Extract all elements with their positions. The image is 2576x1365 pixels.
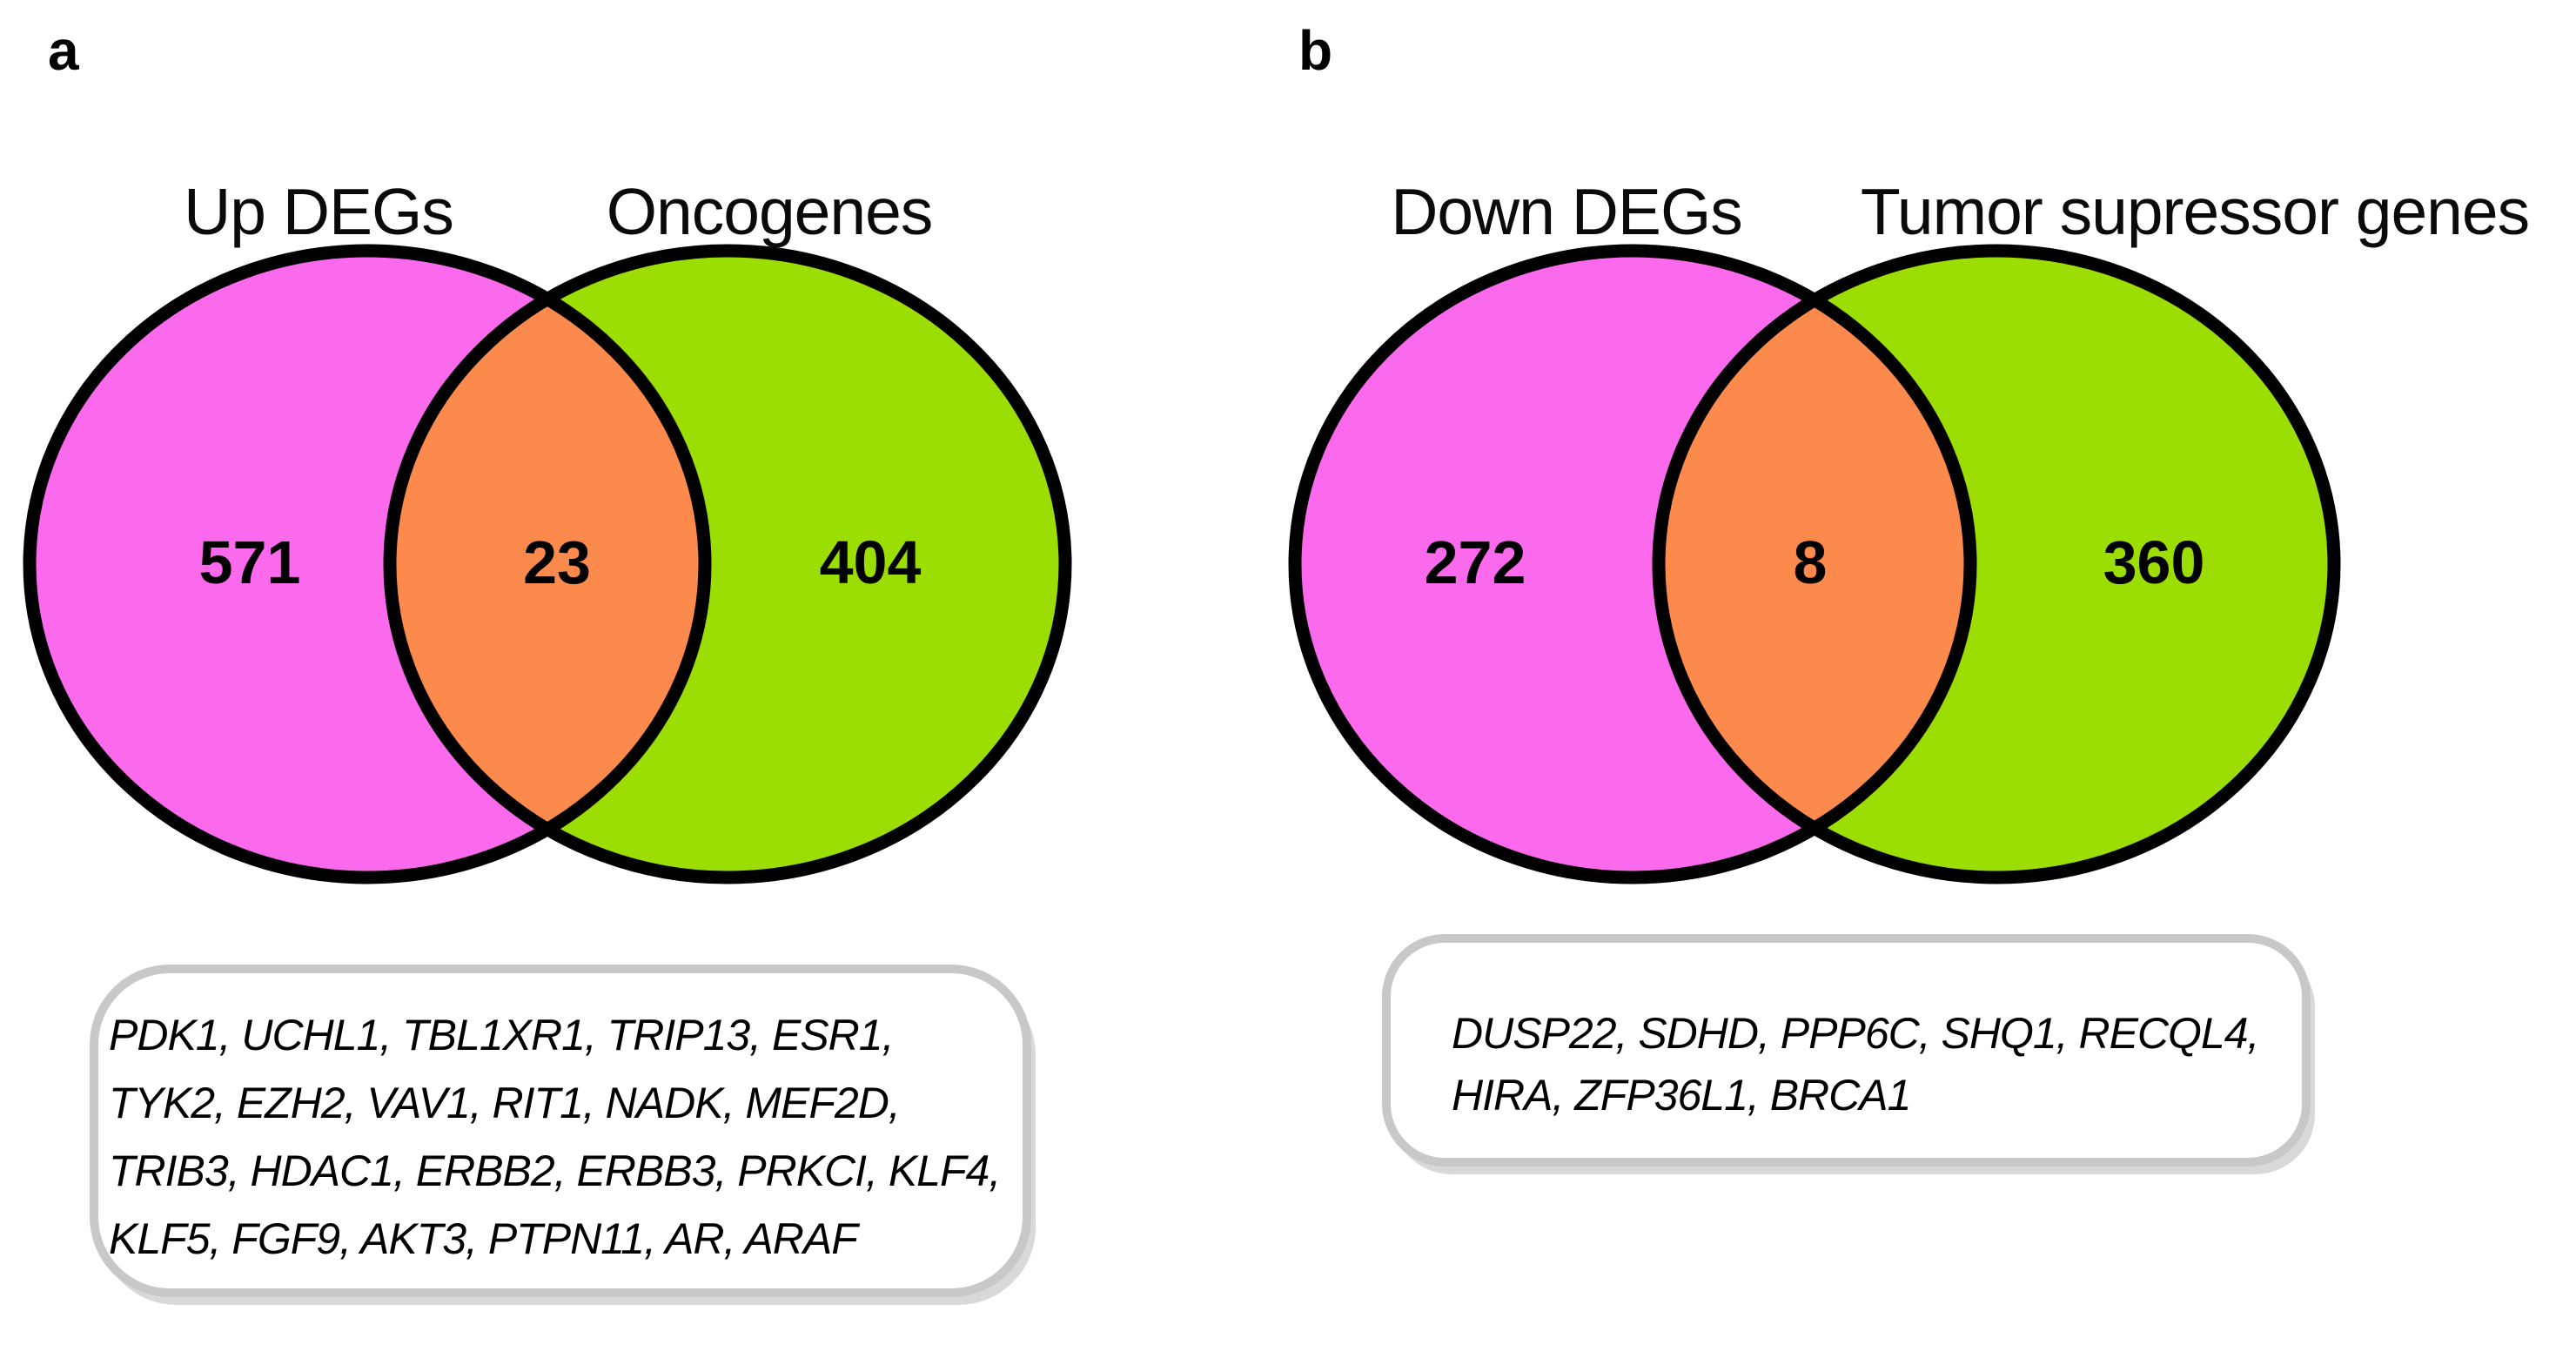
venn-b-right-outline [1652,244,2341,884]
panel-b-letter: b [1298,19,1333,82]
venn-a [23,244,1072,884]
venn-b-overlap-region [1659,251,1970,878]
panel-a-gene-list: PDK1, UCHL1, TBL1XR1, TRIP13, ESR1, TYK2… [109,1001,1001,1273]
venn-a-left-outline [23,244,712,884]
panel-b-gene-box [1382,934,2311,1167]
venn-a-overlap-region [390,251,705,878]
venn-a-right-outline [383,244,1072,884]
panel-b-right-count: 360 [2103,528,2205,596]
gene-line: HIRA, ZFP36L1, BRCA1 [1452,1071,1911,1120]
gene-line: KLF5, FGF9, AKT3, PTPN11, AR, ARAF [109,1214,858,1263]
panel-a-right-set-label: Oncogenes [606,175,934,248]
gene-line: TYK2, EZH2, VAV1, RIT1, NADK, MEF2D, [109,1079,901,1127]
gene-line: DUSP22, SDHD, PPP6C, SHQ1, RECQL4, [1452,1009,2259,1058]
panel-a-right-count: 404 [819,528,922,596]
panel-a-overlap-count: 23 [523,528,591,596]
panel-a-letter: a [48,19,79,82]
venn-b-left-outline [1288,244,1977,884]
venn-b [1288,244,2341,884]
panel-a-gene-box [90,965,1031,1297]
panel-a-left-set-label: Up DEGs [184,175,454,248]
panel-b-left-set-label: Down DEGs [1391,175,1743,248]
panel-a-left-count: 571 [198,528,301,596]
panel-b-right-set-label: Tumor supressor genes [1860,175,2530,248]
gene-line: PDK1, UCHL1, TBL1XR1, TRIP13, ESR1, [109,1011,894,1059]
gene-line: TRIB3, HDAC1, ERBB2, ERBB3, PRKCI, KLF4, [109,1146,1001,1195]
panel-b-gene-list: DUSP22, SDHD, PPP6C, SHQ1, RECQL4, HIRA,… [1452,1003,2259,1126]
panel-b-left-count: 272 [1424,528,1526,596]
panel-b-overlap-count: 8 [1793,528,1828,596]
